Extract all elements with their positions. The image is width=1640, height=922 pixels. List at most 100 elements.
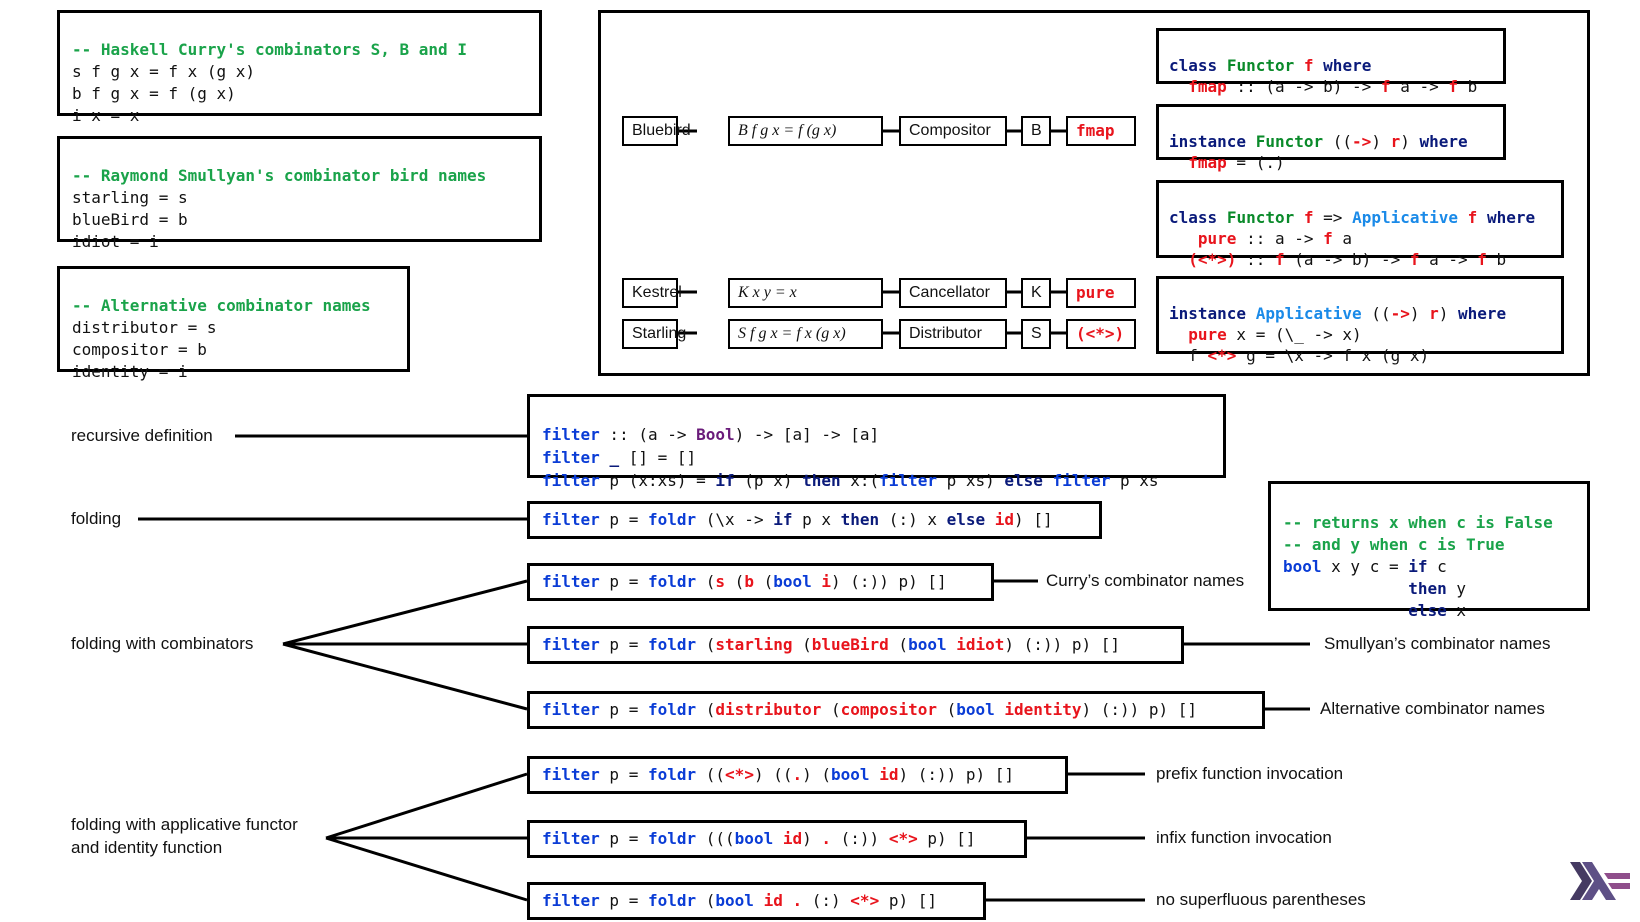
- highlight: .: [792, 765, 803, 784]
- def-bluebird: B f g x = f (g x): [728, 116, 883, 146]
- label-recursive-definition: recursive definition: [71, 426, 213, 445]
- highlight: <*>: [725, 765, 754, 784]
- code: :: (a -> b) ->: [1226, 77, 1381, 96]
- code-line: idiot = i: [72, 232, 159, 251]
- highlight: id: [994, 510, 1015, 529]
- code: [600, 448, 610, 467]
- fn-name: foldr: [647, 572, 697, 591]
- code: ((: [1323, 132, 1353, 151]
- letter-k: K: [1021, 278, 1051, 308]
- filter-noparen-box: filter p = foldr (bool id . (:) <*> p) […: [527, 882, 986, 920]
- code: (: [696, 700, 716, 719]
- keyword: then: [840, 510, 880, 529]
- operator: <*>: [1207, 346, 1237, 365]
- label-smullyan-names: Smullyan’s combinator names: [1324, 634, 1551, 653]
- code: x = (\_ -> x): [1226, 325, 1362, 344]
- bird-kestrel: Kestrel: [622, 278, 682, 308]
- type-var: f: [1323, 229, 1333, 248]
- code-line: distributor = s: [72, 318, 217, 337]
- highlight: identity: [1004, 700, 1082, 719]
- code-line: b f g x = f (g x): [72, 84, 236, 103]
- label-folding-applicative-2: and identity function: [71, 838, 223, 857]
- fn-name: foldr: [647, 765, 697, 784]
- highlight: <*>: [888, 829, 918, 848]
- code: p =: [599, 572, 648, 591]
- highlight: .: [821, 829, 832, 848]
- code: b: [1458, 77, 1478, 96]
- method: fmap: [1188, 153, 1227, 172]
- wildcard: _: [609, 448, 620, 467]
- code: ) ((: [753, 765, 793, 784]
- method: (<*>): [1188, 250, 1237, 269]
- smullyan-names-box: -- Raymond Smullyan's combinator bird na…: [57, 136, 542, 251]
- code: ) (: [802, 765, 832, 784]
- code: ): [1371, 132, 1391, 151]
- code: ): [802, 829, 822, 848]
- code: (: [696, 891, 716, 910]
- fn-name: filter: [542, 635, 600, 654]
- keyword: instance: [1169, 132, 1247, 151]
- code: :: a ->: [1236, 229, 1324, 248]
- code: ): [1400, 132, 1420, 151]
- filter-alternative-box: filter p = foldr (distributor (composito…: [527, 691, 1265, 729]
- code: (: [792, 635, 812, 654]
- arrow: ->: [1352, 132, 1372, 151]
- code: ((: [696, 765, 726, 784]
- fn-name: filter: [542, 425, 600, 444]
- comment: -- and y when c is True: [1283, 535, 1505, 554]
- filter-infix-box: filter p = foldr (((bool id) . (:)) <*> …: [527, 820, 1027, 858]
- type-var: f: [1380, 77, 1391, 96]
- highlight: compositor: [840, 700, 937, 719]
- fn-fmap: fmap: [1066, 116, 1136, 146]
- method: pure: [1188, 325, 1227, 344]
- instance-applicative-box: instance Applicative ((->) r) where pure…: [1156, 276, 1564, 365]
- haskell-logo-icon: [1570, 862, 1630, 900]
- fn-name: bool: [734, 829, 774, 848]
- code: (: [696, 635, 716, 654]
- code: ) (:)) p) []: [1004, 635, 1120, 654]
- method: fmap: [1188, 77, 1227, 96]
- code: (: [936, 700, 957, 719]
- code: a ->: [1419, 250, 1478, 269]
- code: ): [1438, 304, 1459, 323]
- code: p =: [599, 829, 648, 848]
- type-var: f: [1409, 250, 1420, 269]
- fn-name: filter: [542, 471, 600, 490]
- code: p =: [599, 635, 648, 654]
- fn-name: filter: [1052, 471, 1111, 490]
- keyword: class: [1169, 208, 1218, 227]
- keyword: else: [1408, 601, 1447, 620]
- class-name: Applicative: [1255, 304, 1362, 323]
- code: x:(: [840, 471, 880, 490]
- keyword: then: [1408, 579, 1447, 598]
- label-folding-combinators: folding with combinators: [71, 634, 254, 653]
- code: ) (:)) p) []: [831, 572, 947, 591]
- code: p xs: [1110, 471, 1159, 490]
- keyword: where: [1419, 132, 1468, 151]
- code: (a -> b) ->: [1284, 250, 1410, 269]
- fn-name: filter: [542, 448, 600, 467]
- type-var: f: [1303, 56, 1314, 75]
- type-var: r: [1390, 132, 1401, 151]
- code-line: i x = x: [72, 106, 140, 125]
- type-var: f: [1274, 250, 1285, 269]
- code: p (x:xs) =: [599, 471, 716, 490]
- bird-starling: Starling: [622, 319, 686, 349]
- class-name: Applicative: [1352, 208, 1459, 227]
- filter-prefix-box: filter p = foldr ((<*>) ((.) (bool id) (…: [527, 756, 1068, 794]
- code-line: compositor = b: [72, 340, 207, 359]
- code: p =: [599, 765, 648, 784]
- class-functor-box: class Functor f where fmap :: (a -> b) -…: [1156, 28, 1506, 96]
- code: a: [1332, 229, 1353, 248]
- fn-name: filter: [542, 891, 600, 910]
- fn-pure: pure: [1066, 278, 1136, 308]
- code: [1043, 471, 1053, 490]
- label-no-parentheses: no superfluous parentheses: [1156, 890, 1366, 909]
- keyword: if: [715, 471, 735, 490]
- class-name: Functor: [1255, 132, 1324, 151]
- code: ) (:)) p) []: [1081, 700, 1198, 719]
- highlight: id: [782, 829, 803, 848]
- code: [947, 635, 957, 654]
- code: (((: [696, 829, 735, 848]
- code: (: [821, 700, 841, 719]
